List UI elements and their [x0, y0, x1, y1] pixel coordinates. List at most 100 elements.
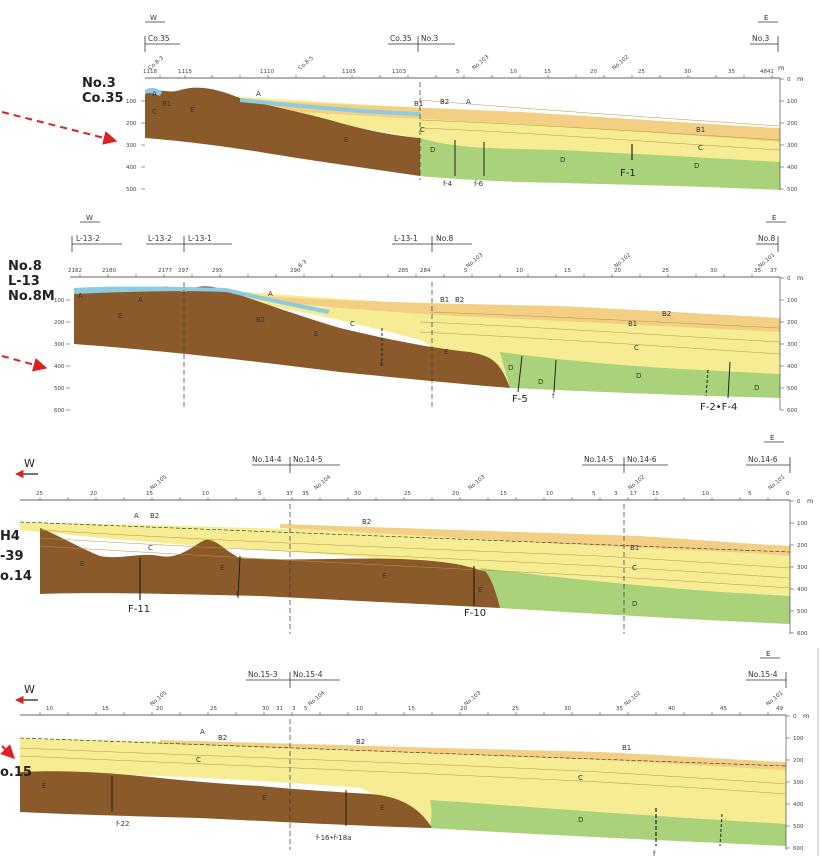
unit-label-C: C — [148, 544, 153, 552]
tick-label: 25 — [210, 706, 217, 712]
tick-label: 25 — [512, 706, 519, 712]
tick-label: 2177 — [158, 268, 172, 274]
depth-label: 400 — [787, 364, 798, 370]
tick-label: 25 — [404, 491, 411, 497]
section-side-label: No.8M — [8, 289, 55, 304]
east-label: E — [766, 650, 770, 658]
unit-E-layer — [74, 286, 510, 388]
depth-label: 100 — [787, 298, 798, 304]
tick-label: 15 — [146, 491, 153, 497]
tick-label: 285 — [398, 268, 409, 274]
unit-label-E: E — [314, 330, 318, 338]
unit-label-C: C — [698, 144, 703, 152]
depth-label: 300 — [793, 780, 804, 786]
unit-label-D: D — [508, 364, 513, 372]
tick-label: 5 — [304, 706, 308, 712]
unit-E-layer — [40, 528, 500, 608]
fault-label: F-10 — [464, 608, 486, 619]
tick-label: 3 — [614, 491, 618, 497]
unit-B-layer — [280, 524, 790, 556]
tick-label: 10 — [516, 268, 523, 274]
tick-label: 1103 — [392, 69, 406, 75]
depth-label: 100 — [126, 99, 137, 105]
tick-label: 30 — [564, 706, 571, 712]
unit-label-B1: B1 — [630, 544, 639, 552]
fault-label: F-11 — [128, 604, 150, 615]
fault-label: F-1 — [620, 168, 636, 179]
section-2: W E L-13-2 L-13-2 L-13-1 L-13-1 No.8 No.… — [1, 214, 803, 414]
tick-label: 5 — [748, 491, 752, 497]
unit-label-A: A — [134, 512, 139, 520]
depth-label: 200 — [797, 543, 808, 549]
segment-label: No.15-4 — [293, 670, 323, 679]
tick-label: 10 — [510, 69, 517, 75]
tick-label: 30 — [354, 491, 361, 497]
tick-label: 17 — [630, 491, 637, 497]
tick-label: 1115 — [178, 69, 192, 75]
depth-label: 600 — [793, 846, 804, 852]
section-side-label: H4 — [0, 529, 20, 544]
unit-label-B1: B1 — [256, 316, 265, 324]
segment-label: No.14-5 — [293, 455, 323, 464]
depth-label: 500 — [126, 187, 137, 193]
tick-label: 1105 — [342, 69, 356, 75]
east-label: E — [764, 14, 768, 22]
borehole-tag: No.102 — [613, 252, 632, 269]
depth-label: 500 — [787, 386, 798, 392]
unit-label-B1: B1 — [414, 100, 423, 108]
tick-label: 30 — [262, 706, 269, 712]
tick-label: 31 — [276, 706, 283, 712]
segment-label: No.14-5 — [584, 455, 614, 464]
tick-label: 15 — [544, 69, 551, 75]
unit-label-B1: B1 — [628, 320, 637, 328]
tick-label: 290 — [290, 268, 301, 274]
tick-label: 30 — [684, 69, 691, 75]
unit-label-B2: B2 — [440, 98, 449, 106]
depth-label: 400 — [54, 364, 65, 370]
tick-label: 10 — [356, 706, 363, 712]
unit-label-B1: B1 — [622, 744, 631, 752]
unit-B-layer — [160, 740, 786, 770]
unit-label-E: E — [190, 106, 194, 114]
unit-label-E: E — [382, 572, 386, 580]
depth-label: 100 — [787, 99, 798, 105]
tick-label: 2182 — [68, 268, 82, 274]
west-label: W — [86, 214, 93, 222]
depth-label: 600 — [787, 408, 798, 414]
borehole-tag: No.101 — [767, 474, 786, 491]
unit-D-layer — [430, 800, 786, 846]
borehole-tag: No.101 — [757, 252, 776, 269]
east-label: E — [772, 214, 776, 222]
tick-labels: 10 15 20 25 30 31 3 5 10 15 20 25 30 35 … — [46, 706, 783, 712]
tick-label: 15 — [564, 268, 571, 274]
tick-label: 10 — [702, 491, 709, 497]
depth-unit: m — [803, 712, 809, 720]
unit-label-C: C — [632, 564, 637, 572]
fault-label: f-16•f-18a — [316, 834, 351, 842]
tick-label: 20 — [460, 706, 467, 712]
west-label: W — [150, 14, 157, 22]
section-side-label: o.15 — [0, 765, 32, 780]
tick-label: 5 — [592, 491, 596, 497]
tick-label: 295 — [212, 268, 223, 274]
section-side-label: No.3 — [82, 76, 116, 91]
depth-label: 100 — [54, 298, 65, 304]
fault-label: f-4 — [443, 180, 453, 188]
unit-label-A: A — [466, 98, 471, 106]
depth-label: 100 — [793, 736, 804, 742]
tick-labels: 25 20 15 10 5 37 35 30 25 20 15 10 5 3 1… — [36, 491, 790, 497]
depth-unit: m — [797, 75, 803, 83]
fault-label: f — [552, 392, 555, 400]
unit-label-A: A — [256, 90, 261, 98]
depth-label: 100 — [797, 521, 808, 527]
borehole-tag: No.104 — [313, 474, 332, 492]
tick-label: 15 — [652, 491, 659, 497]
fault-label: f — [380, 360, 383, 368]
section-side-label: -39 — [0, 549, 24, 564]
unit-label-A: A — [268, 290, 273, 298]
tick-label: 20 — [452, 491, 459, 497]
west-label: W — [24, 683, 35, 696]
borehole-tag: No.103 — [471, 54, 490, 72]
borehole-tag: No.105 — [149, 474, 168, 492]
